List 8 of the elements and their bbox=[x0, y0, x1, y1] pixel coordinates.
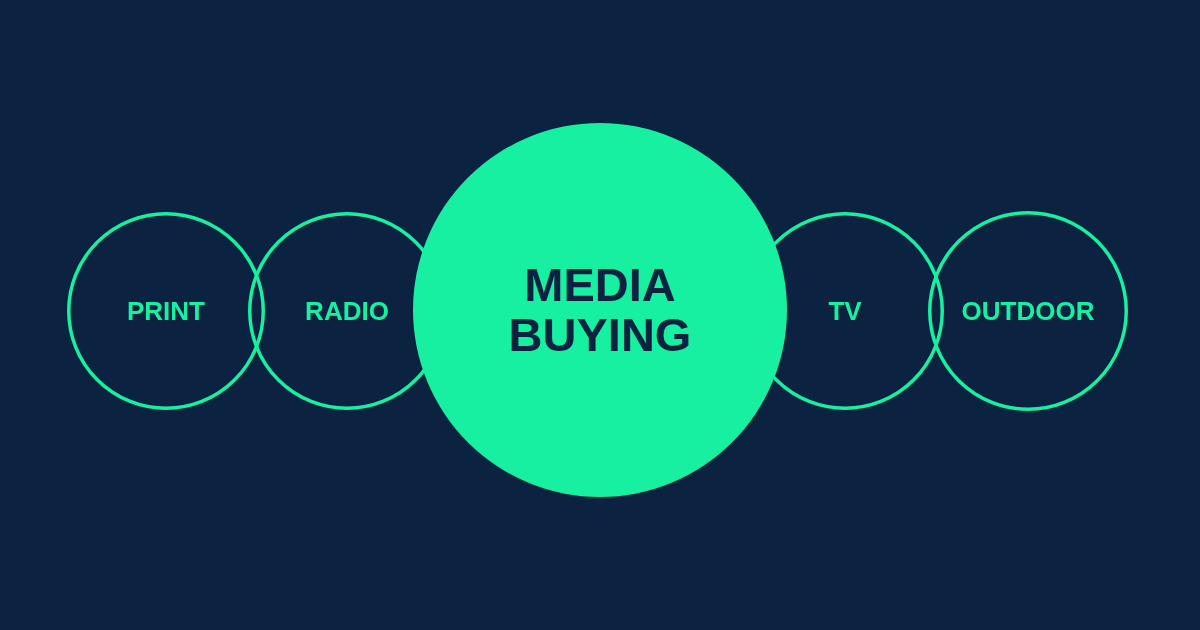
outlined-circle bbox=[928, 211, 1128, 411]
category-label: TV bbox=[828, 294, 862, 328]
category-label: RADIO bbox=[305, 294, 389, 328]
category-label: PRINT bbox=[127, 294, 205, 328]
outlined-circle bbox=[67, 212, 265, 410]
category-label: OUTDOOR bbox=[961, 294, 1095, 328]
filled-circle bbox=[413, 123, 787, 497]
center-label: MEDIA BUYING bbox=[507, 260, 693, 360]
